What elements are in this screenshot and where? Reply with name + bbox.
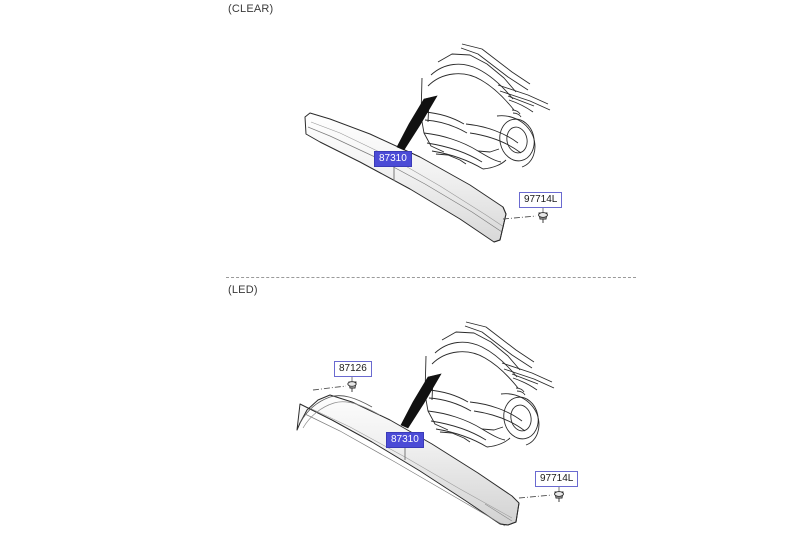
section-divider xyxy=(226,277,636,278)
clip-87126-led xyxy=(312,374,357,392)
section-title-clear: (CLEAR) xyxy=(228,3,274,15)
spoiler-part-87310-clear xyxy=(304,112,507,243)
callout-87310-clear[interactable]: 87310 xyxy=(374,151,412,167)
clip-97714L-clear xyxy=(502,205,548,223)
vehicle-rear-outline-clear xyxy=(420,43,551,170)
callout-97714L-led[interactable]: 97714L xyxy=(535,471,579,487)
install-indicator-clear xyxy=(396,95,438,151)
clip-97714L-led xyxy=(518,484,564,502)
vehicle-rear-outline-led xyxy=(424,321,555,448)
callout-87126-led[interactable]: 87126 xyxy=(334,361,372,377)
install-indicator-led xyxy=(400,373,442,429)
callout-97714L-clear[interactable]: 97714L xyxy=(519,192,563,208)
callout-87310-led[interactable]: 87310 xyxy=(386,432,424,448)
section-clear xyxy=(304,43,551,243)
section-title-led: (LED) xyxy=(228,284,258,296)
section-led xyxy=(296,321,564,527)
